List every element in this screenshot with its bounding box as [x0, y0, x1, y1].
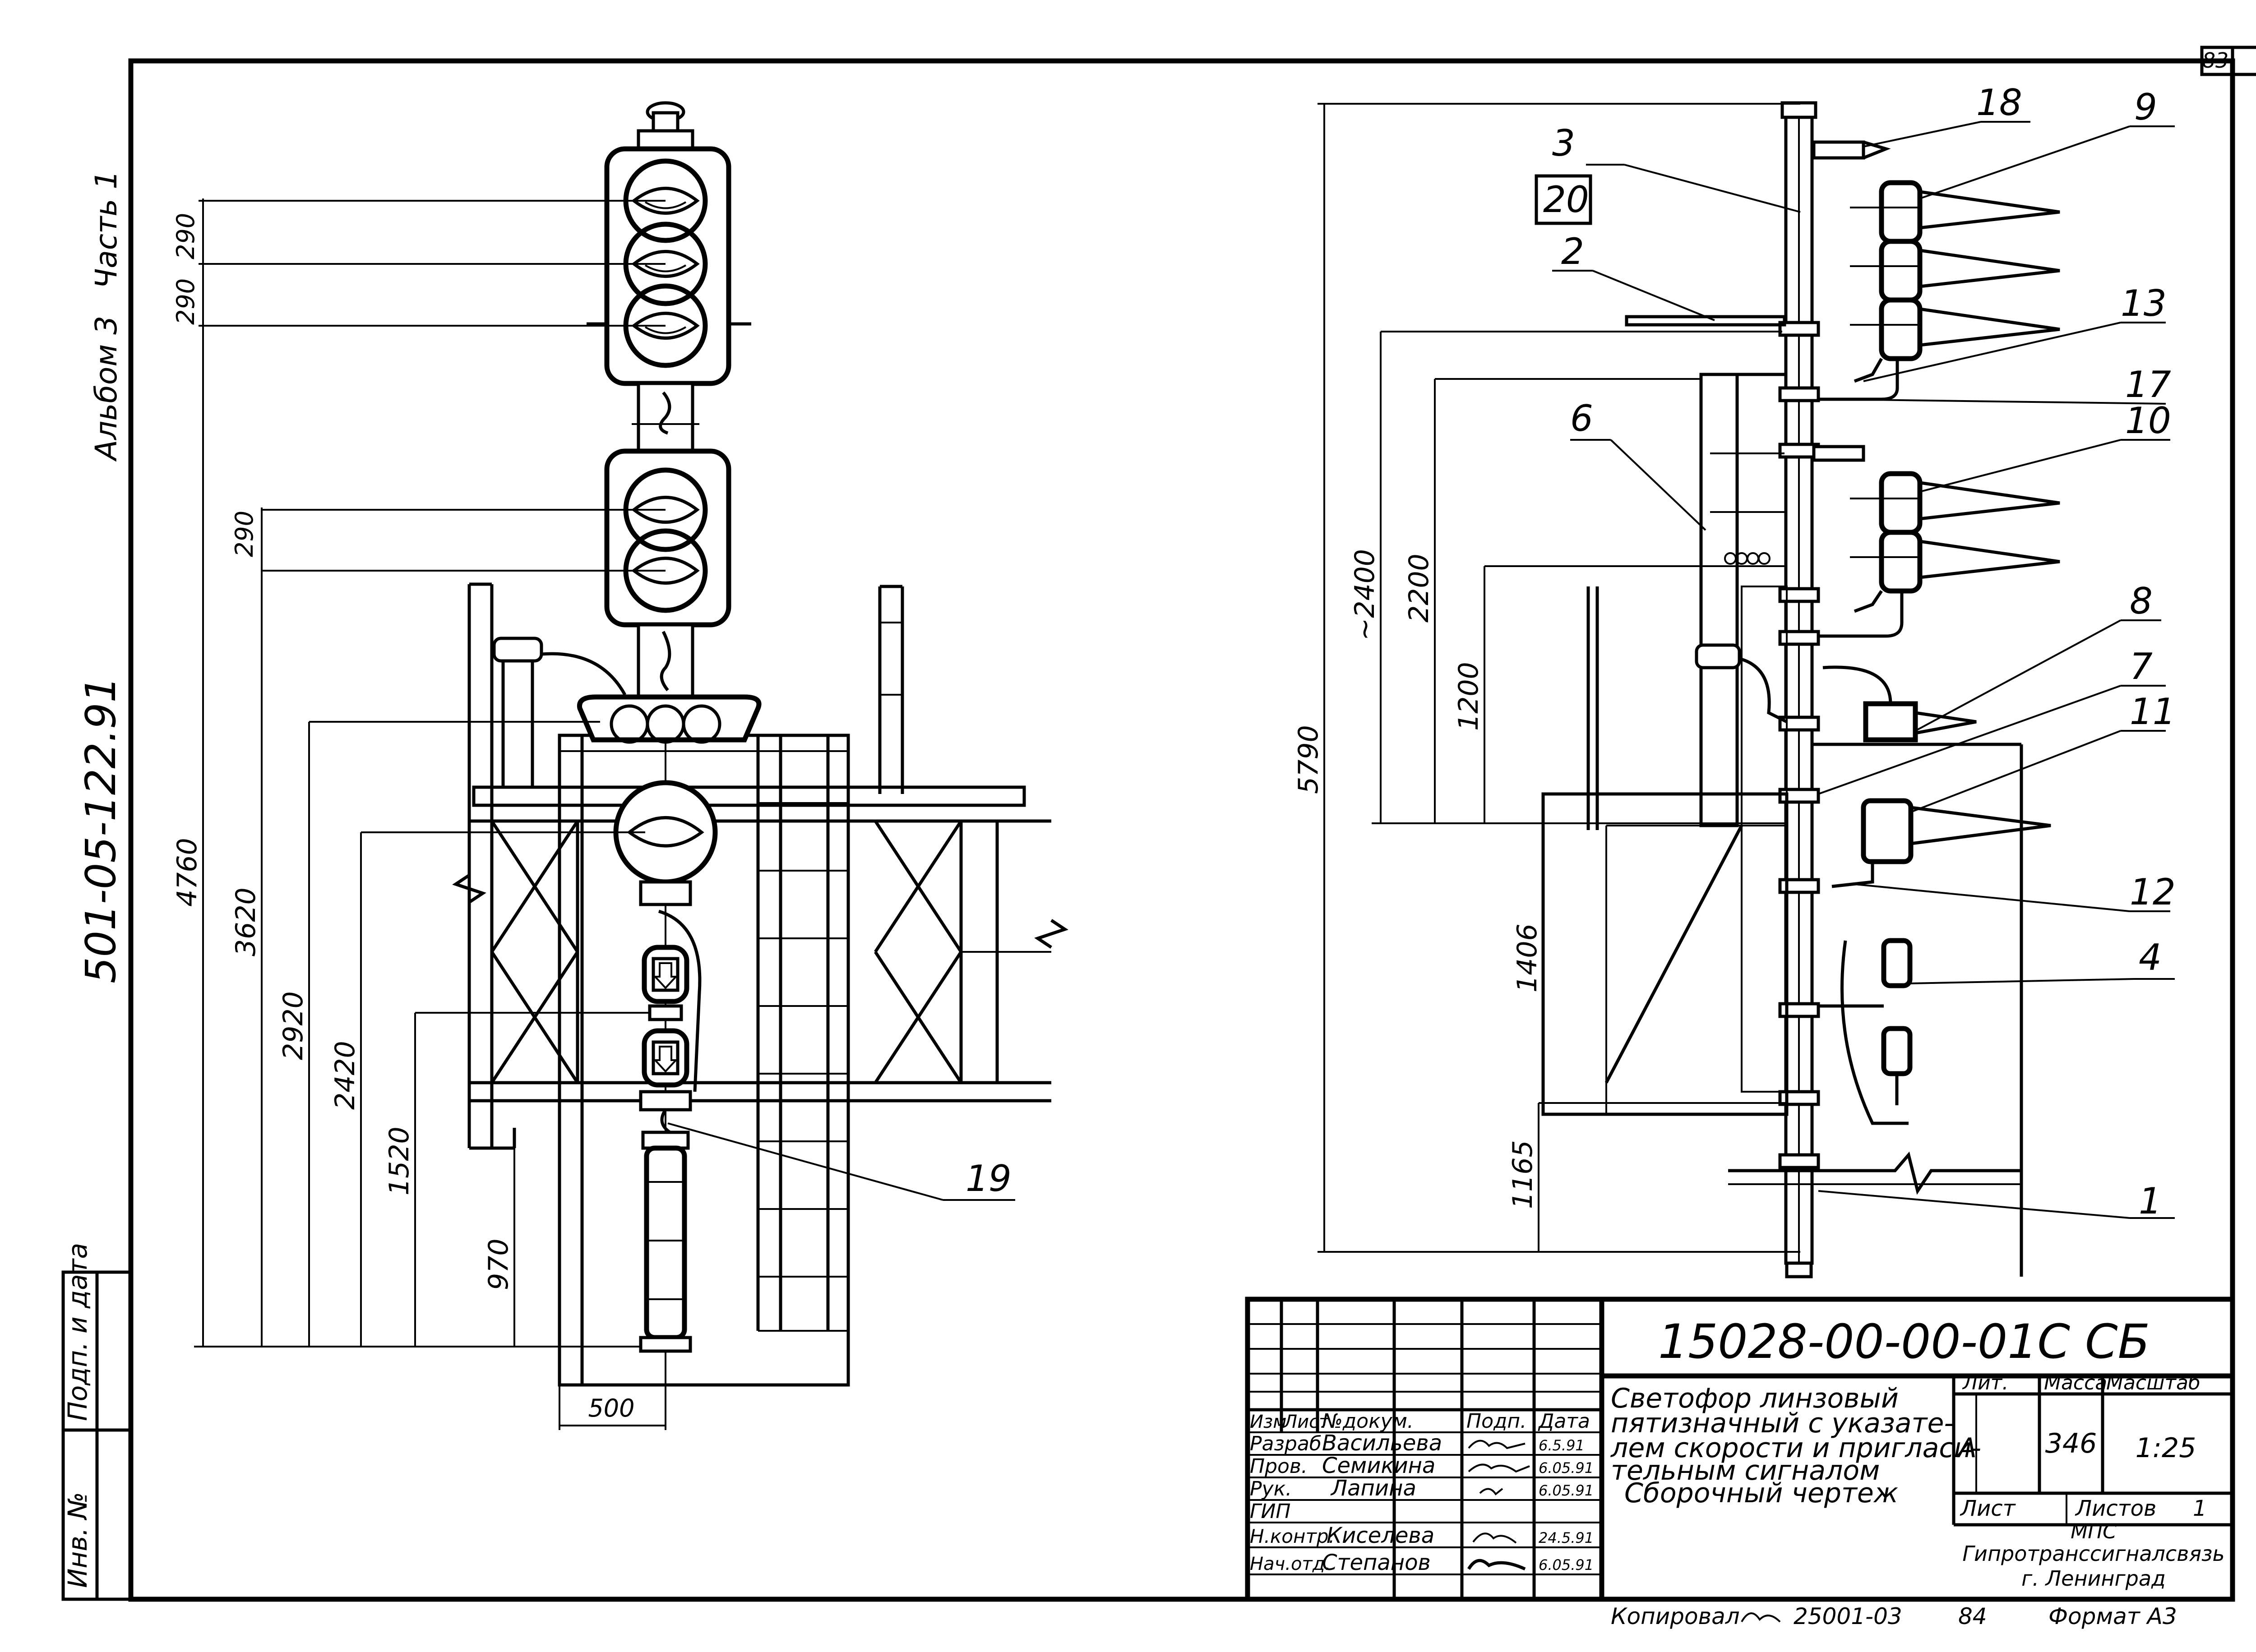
- dim-2420: 2420: [329, 1041, 361, 1110]
- date-5: 24.5.91: [1539, 1529, 1594, 1546]
- header-date: Дата: [1538, 1410, 1590, 1433]
- part-label: Часть 1: [89, 171, 124, 289]
- dim-1165: 1165: [1507, 1140, 1539, 1209]
- dim-5790: 5790: [1293, 725, 1324, 794]
- name-1: Васильева: [1322, 1431, 1442, 1456]
- name-2: Семикина: [1322, 1453, 1435, 1478]
- scale-value: 1:25: [2136, 1432, 2196, 1464]
- callout-3: 3: [1552, 122, 1575, 164]
- role-5: Н.контр.: [1250, 1525, 1335, 1547]
- callout-12: 12: [2130, 871, 2176, 913]
- middle-signal-head: [604, 448, 731, 628]
- album-label: Альбом 3: [89, 316, 124, 462]
- date-1: 6.5.91: [1539, 1437, 1585, 1454]
- scale-label: Масштаб: [2106, 1371, 2201, 1394]
- page-number: 83: [2202, 48, 2229, 73]
- side-view-structure: [1541, 101, 2060, 1278]
- transformer-box: [644, 1145, 687, 1340]
- doc-code: 501-05-122.91: [77, 676, 125, 983]
- callout-18: 18: [1976, 82, 2022, 124]
- title-line-4: тельным сигналом: [1611, 1455, 1880, 1486]
- copy-code: 25001-03: [1794, 1603, 1902, 1629]
- callout-1: 1: [2139, 1180, 2162, 1222]
- sign-date-label: Подп. и дата: [62, 1243, 93, 1421]
- callout-13: 13: [2121, 282, 2167, 324]
- header-sign: Подп.: [1466, 1410, 1526, 1433]
- copied-label: Копировал: [1611, 1603, 1740, 1629]
- dim-500: 500: [588, 1394, 634, 1422]
- header-doc: №докум.: [1321, 1410, 1414, 1433]
- org-line-2: Гипротранссигналсвязь: [1962, 1541, 2224, 1566]
- callout-11: 11: [2130, 691, 2176, 733]
- role-3: Рук.: [1250, 1477, 1292, 1500]
- callout-4: 4: [2139, 937, 2162, 978]
- signatures: [1467, 1440, 1530, 1571]
- title-line-3: лем скорости и пригласи-: [1610, 1432, 1981, 1464]
- dim-970: 970: [483, 1238, 514, 1290]
- org-line-1: МПС: [2071, 1520, 2117, 1543]
- dim-1520: 1520: [384, 1126, 415, 1195]
- role-2: Пров.: [1250, 1455, 1308, 1478]
- dim-290-b: 290: [171, 278, 200, 325]
- dim-4760: 4760: [171, 838, 203, 907]
- role-4: ГИП: [1250, 1500, 1291, 1523]
- side-callout-leaders: [1535, 121, 2175, 1219]
- callout-6: 6: [1570, 397, 1593, 439]
- dim-2400: ~2400: [1349, 549, 1381, 641]
- dim-1406: 1406: [1512, 923, 1543, 992]
- callout-19: 19: [966, 1158, 1012, 1200]
- callout-10: 10: [2125, 400, 2171, 442]
- copied-signature: [1741, 1612, 1781, 1623]
- inv-no-label: Инв. №: [62, 1492, 93, 1588]
- org-line-3: г. Ленинград: [2021, 1566, 2166, 1591]
- callout-2: 2: [1561, 231, 1584, 272]
- role-6: Нач.отд.: [1250, 1554, 1331, 1574]
- callout-17: 17: [2125, 364, 2171, 406]
- name-5: Киселева: [1327, 1523, 1434, 1548]
- lit-value: А: [1956, 1432, 1977, 1464]
- callout-20: 20: [1543, 179, 1589, 221]
- header-izm: Изм: [1250, 1412, 1286, 1432]
- sheet-label: Лист: [1960, 1496, 2016, 1521]
- dim-290-a: 290: [171, 213, 200, 259]
- dim-1200: 1200: [1453, 662, 1484, 731]
- role-1: Разраб.: [1250, 1432, 1328, 1455]
- title-block: [1245, 1297, 2235, 1602]
- dim-290-c: 290: [230, 511, 259, 557]
- lit-label: Лит.: [1962, 1371, 2008, 1394]
- front-dimensions: [194, 198, 1015, 1430]
- title-line-1: Светофор линзовый: [1611, 1383, 1899, 1414]
- drawing-frame: [61, 46, 2256, 1602]
- route-indicator: [577, 694, 762, 743]
- drawing-number: 15028-00-00-01С СБ: [1658, 1314, 2150, 1369]
- callout-8: 8: [2130, 580, 2153, 622]
- dim-3620: 3620: [230, 887, 262, 956]
- sheets-value: 1: [2193, 1496, 2207, 1521]
- date-6: 6.05.91: [1539, 1556, 1594, 1574]
- callout-9: 9: [2134, 86, 2157, 128]
- speed-indicator-1: [642, 945, 689, 1004]
- side-dimensions: [1318, 103, 1800, 1253]
- name-3: Лапина: [1330, 1476, 1416, 1501]
- header-list: Лист: [1283, 1412, 1330, 1432]
- format-label: Формат А3: [2048, 1603, 2177, 1629]
- dim-2200: 2200: [1403, 554, 1435, 623]
- mass-label: Масса: [2044, 1371, 2107, 1394]
- sheets-label: Листов: [2075, 1496, 2156, 1521]
- date-3: 6.05.91: [1539, 1482, 1594, 1499]
- sheet-ref: 84: [1958, 1603, 1987, 1629]
- dim-2920: 2920: [277, 991, 309, 1060]
- mass-value: 346: [2045, 1428, 2097, 1459]
- title-line-5: Сборочный чертеж: [1624, 1477, 1898, 1509]
- speed-indicator-2: [642, 1028, 689, 1088]
- date-2: 6.05.91: [1539, 1459, 1594, 1477]
- name-6: Степанов: [1322, 1550, 1431, 1575]
- callout-7: 7: [2130, 646, 2153, 688]
- title-line-2: пятизначный с указате-: [1611, 1407, 1954, 1439]
